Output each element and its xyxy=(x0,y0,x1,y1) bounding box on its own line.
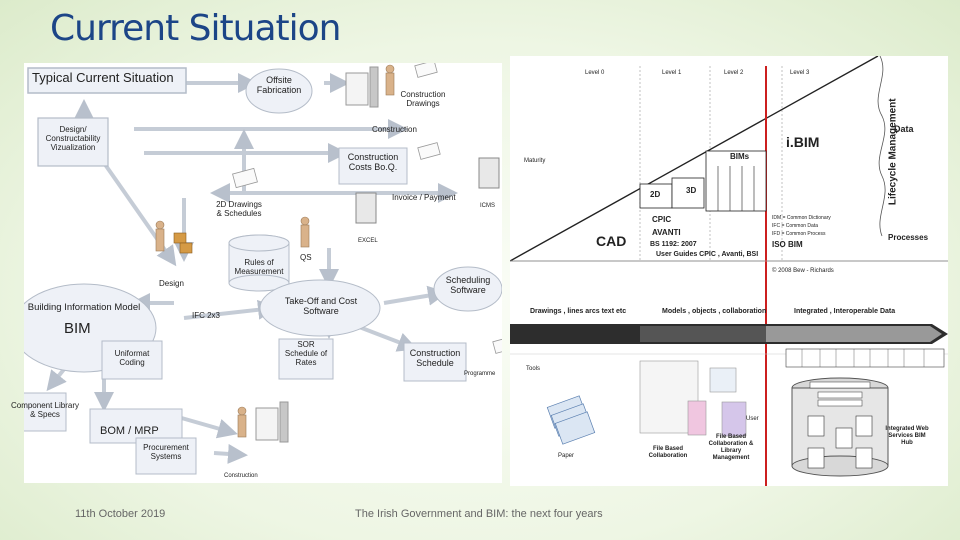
models-objects-label: Models , objects , collaboration xyxy=(662,308,767,315)
excel-label: EXCEL xyxy=(358,238,378,244)
processes-label: Processes xyxy=(888,233,929,242)
invoice-payment-label: Invoice / Payment xyxy=(392,193,456,202)
level-2d-label: 2D xyxy=(650,190,661,199)
scheduling-software-label: Scheduling Software xyxy=(445,275,491,296)
component-library-label: Component Library & Specs xyxy=(10,401,80,420)
lifecycle-management-label: Lifecycle Management xyxy=(887,98,899,206)
rules-of-measurement-label: Rules of Measurement xyxy=(234,258,284,277)
user-guides-label: User Guides CPIC , Avanti, BSI xyxy=(656,251,759,258)
design-label: Design xyxy=(159,279,184,288)
bims-label: BIMs xyxy=(730,152,750,161)
slide-title: Current Situation xyxy=(50,8,341,49)
footer-subtitle: The Irish Government and BIM: the next f… xyxy=(355,508,603,520)
construction-schedule-label: Construction Schedule xyxy=(409,348,461,369)
copyright-label: © 2008 Bew - Richards xyxy=(772,268,834,274)
ifd-label: IFD = Common Process xyxy=(772,231,826,237)
design-visualization-label: Design/ Constructability Vizualization xyxy=(45,125,101,153)
drawings-lines-label: Drawings , lines arcs text etc xyxy=(530,308,627,315)
level-0-label: Level 0 xyxy=(585,70,605,76)
maturity-label: Maturity xyxy=(524,158,546,164)
level-1-label: Level 1 xyxy=(662,70,682,76)
bim-maturity-diagram: Level 0 Level 1 Level 2 Level 3 Lifecycl… xyxy=(510,56,948,486)
current-situation-diagram: Typical Current Situation Offsite Fabric… xyxy=(11,63,502,483)
uniformat-coding-label: Uniformat Coding xyxy=(114,349,150,368)
construction-label-bottom: Construction xyxy=(224,473,258,479)
avanti-label: AVANTI xyxy=(652,228,681,237)
icms-label: ICMS xyxy=(480,203,495,209)
level-3d-label: 3D xyxy=(686,186,697,195)
bom-mrp-label: BOM / MRP xyxy=(100,425,159,437)
level-3-label: Level 3 xyxy=(790,70,810,76)
connector-arrows xyxy=(24,63,502,475)
ifc-data-label: IFC = Common Data xyxy=(772,223,818,229)
sor-label: SOR Schedule of Rates xyxy=(284,340,328,368)
diagram-heading: Typical Current Situation xyxy=(32,70,174,85)
integrated-data-label: Integrated , Interoperable Data xyxy=(794,308,896,315)
user-label: User xyxy=(746,416,759,422)
idm-label: IDM = Common Dictionary xyxy=(772,215,831,221)
offsite-fabrication-label: Offsite Fabrication xyxy=(256,75,302,96)
bim-label: BIM xyxy=(64,320,91,337)
qs-label: QS xyxy=(300,253,312,262)
ibim-label: i.BIM xyxy=(786,134,820,150)
iso-bim-label: ISO BIM xyxy=(772,240,803,249)
ifc-label: IFC 2x3 xyxy=(192,311,221,320)
bs1192-label: BS 1192: 2007 xyxy=(650,241,697,248)
paper-label: Paper xyxy=(558,453,575,459)
tools-label: Tools xyxy=(526,366,541,372)
takeoff-software-label: Take-Off and Cost Software xyxy=(284,296,358,317)
construction-drawings-label: Construction Drawings xyxy=(400,90,446,109)
construction-costs-label: Construction Costs Bo.Q. xyxy=(347,152,399,173)
maturity-graphic xyxy=(510,56,948,486)
level-2-label: Level 2 xyxy=(724,70,744,76)
construction-label-top: Construction xyxy=(372,125,417,134)
procurement-systems-label: Procurement Systems xyxy=(143,443,189,462)
file-based-library-label: File Based Collaboration & Library Manag… xyxy=(708,434,754,461)
file-based-label: File Based Collaboration xyxy=(648,446,688,459)
cad-label: CAD xyxy=(596,233,627,249)
bim-model-label: Building Information Model xyxy=(27,302,141,313)
data-label: Data xyxy=(894,124,914,134)
cpic-label: CPIC xyxy=(652,215,672,224)
drawings-2d-label: 2D Drawings & Schedules xyxy=(216,200,262,219)
integrated-web-label: Integrated Web Services BIM Hub xyxy=(885,426,929,446)
footer-date: 11th October 2019 xyxy=(75,508,166,520)
programme-label: Programme xyxy=(464,371,496,377)
